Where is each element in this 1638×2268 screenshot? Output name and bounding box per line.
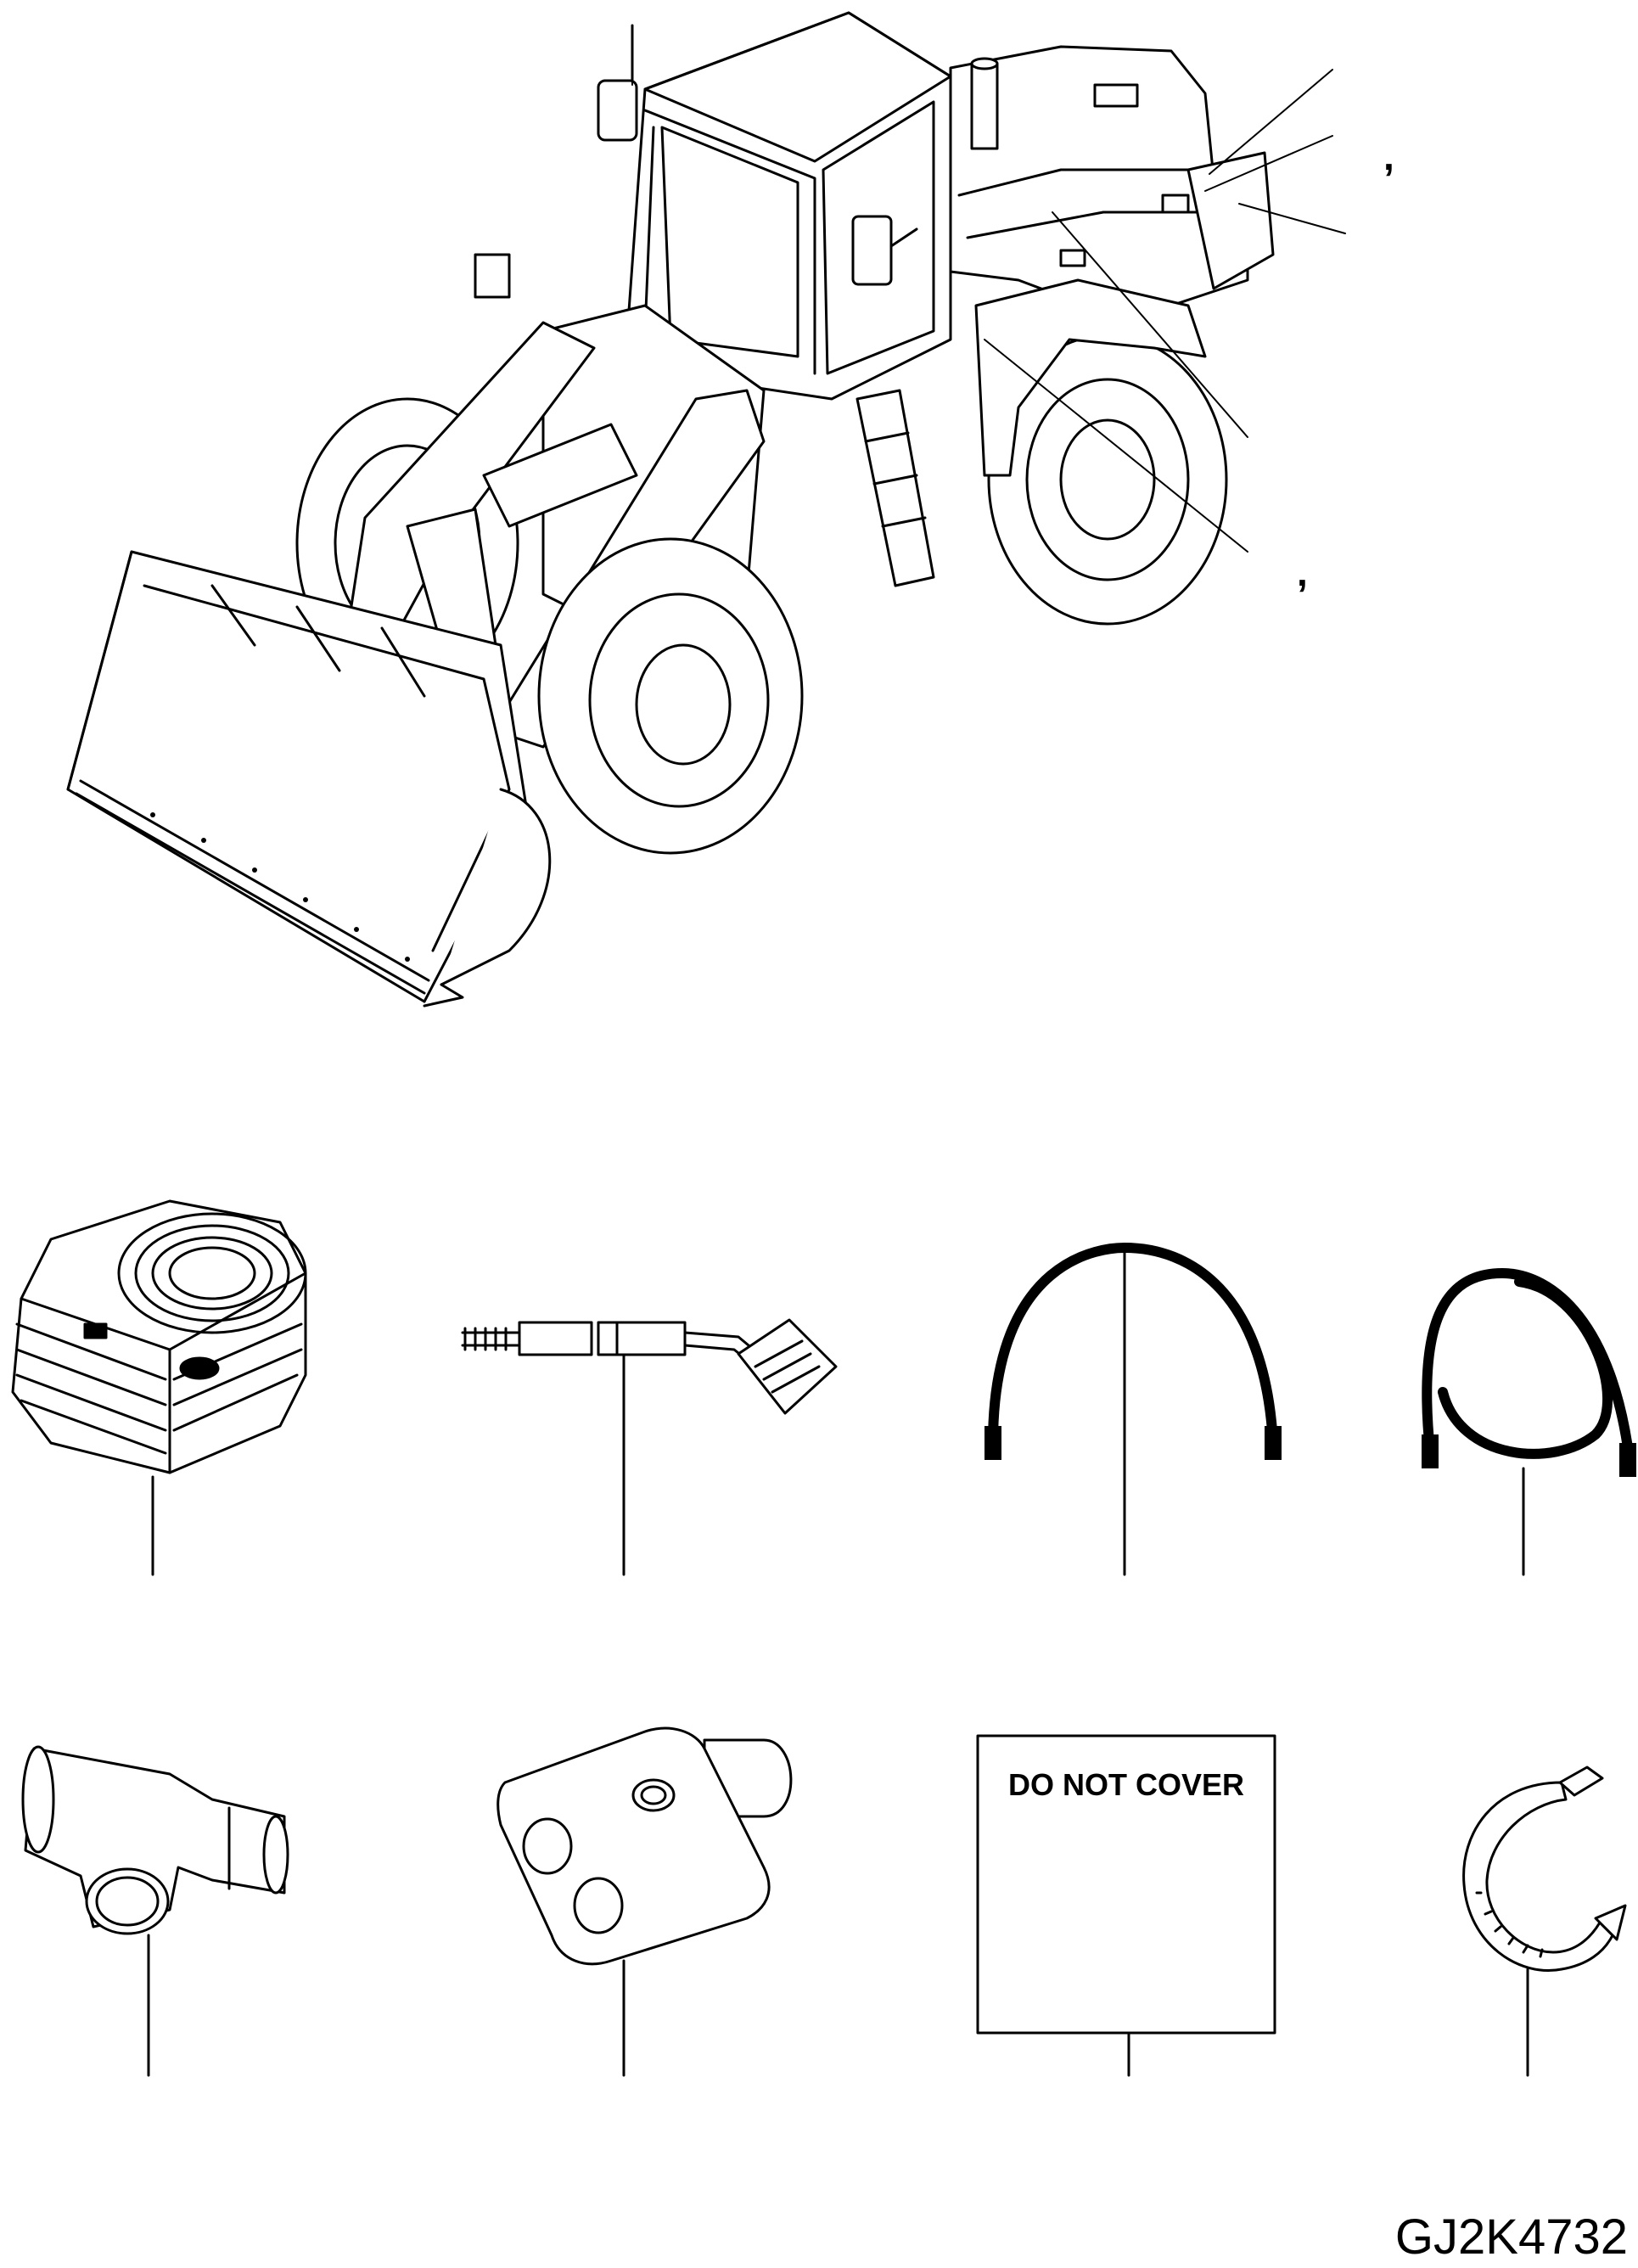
- comma-mark-1: ,: [1383, 134, 1394, 178]
- wheel-loader-illustration: [66, 11, 1275, 1008]
- wiring-harness-icon: [461, 1318, 838, 1576]
- hose-clamp-icon: [1462, 1766, 1627, 2077]
- machine-leader-lines: [631, 25, 1346, 553]
- coolant-hose-icon: [984, 1243, 1282, 1460]
- pipe-tee-icon: [21, 1745, 289, 2077]
- heater-unit-icon: [11, 1199, 307, 1576]
- valve-block-icon: [496, 1726, 793, 2077]
- warning-plate-icon: DO NOT COVER: [976, 1734, 1276, 2077]
- drawing-code: GJ2K4732: [1395, 2209, 1628, 2265]
- coiled-hose-icon: [1422, 1268, 1636, 1477]
- comma-mark-2: ,: [1297, 550, 1308, 594]
- sign-text: DO NOT COVER: [1008, 1767, 1244, 1802]
